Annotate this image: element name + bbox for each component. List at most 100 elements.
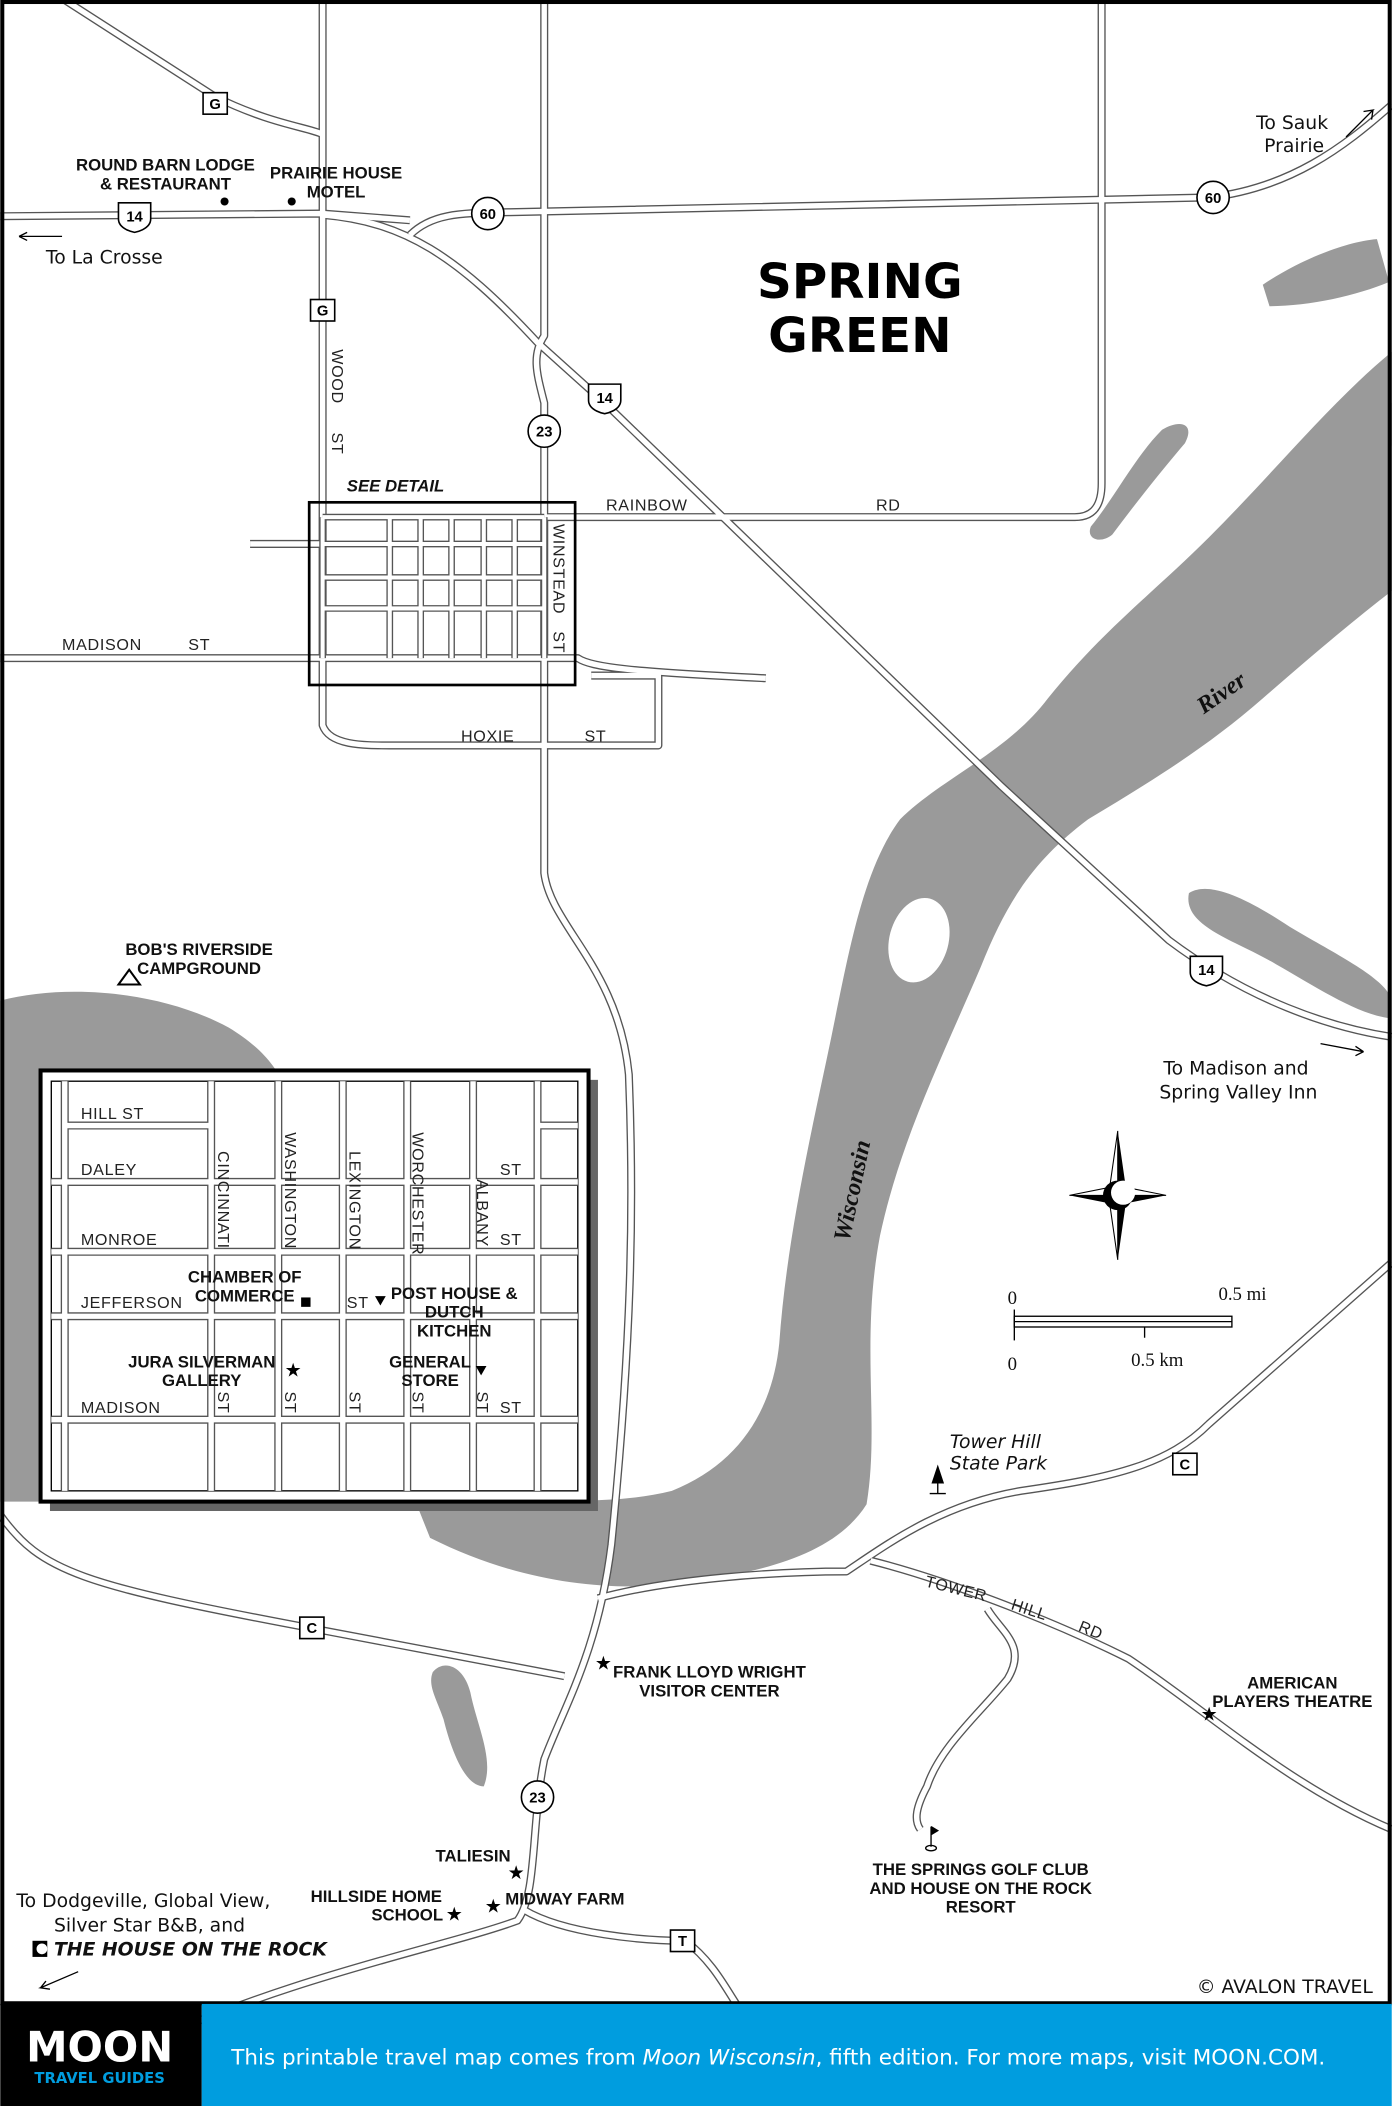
street-label-rainbow-rd: RD	[876, 496, 901, 514]
inset-st: ST	[500, 1161, 522, 1179]
inset-albany: ALBANY	[473, 1179, 491, 1247]
footer-book-title: Moon Wisconsin	[643, 2045, 816, 2070]
street-label-rainbow: RAINBOW	[606, 496, 688, 514]
map-border	[0, 0, 1392, 2006]
compass-rose-icon	[1069, 1130, 1167, 1260]
inset-post-house-1: POST HOUSE &	[391, 1284, 518, 1303]
poi-round-barn-2: & RESTAURANT	[100, 174, 232, 193]
moon-logo: MOON	[26, 2023, 173, 2072]
golf-road	[913, 1607, 1018, 1831]
poi-springs-2: AND HOUSE ON THE ROCK	[869, 1879, 1092, 1898]
poi-hillside-1: HILLSIDE HOME	[311, 1887, 442, 1906]
golf-flag-icon	[925, 1826, 940, 1852]
poi-tower-hill-1: Tower Hill	[950, 1432, 1042, 1453]
shield-number: 60	[1205, 191, 1221, 207]
shield-number: G	[317, 304, 329, 320]
arrow-west-icon	[18, 231, 63, 242]
downtown-inset: HILL ST DALEY MONROE JEFFERSON MADISON S…	[38, 1068, 598, 1512]
route-shield-c: C	[298, 1616, 325, 1640]
scale-mi: 0.5 mi	[1218, 1284, 1266, 1305]
route-shield-t: T	[669, 1929, 696, 1953]
inset-st: ST	[347, 1294, 369, 1312]
direction-la-crosse: To La Crosse	[45, 247, 163, 268]
inset-worchester: WORCHESTER	[409, 1132, 427, 1255]
star-icon: ★	[595, 1653, 612, 1674]
pond	[431, 1665, 488, 1787]
madison-st	[0, 655, 766, 681]
poi-round-barn-1: ROUND BARN LODGE	[76, 156, 255, 175]
scale-zero-mi: 0	[1008, 1288, 1017, 1309]
route-shield-us14: 14	[587, 383, 622, 415]
star-icon: ★	[485, 1897, 502, 1918]
map-title-line2: GREEN	[768, 308, 951, 364]
route-shield-us14: 14	[117, 202, 152, 234]
inset-general-2: STORE	[401, 1371, 458, 1390]
ne-slough	[1089, 423, 1189, 540]
street-label-madison-st: ST	[188, 636, 210, 654]
tower-hill-rd	[869, 1558, 1392, 1832]
shield-number: 60	[480, 207, 496, 223]
poi-taliesin: TALIESIN	[435, 1847, 510, 1866]
direction-sauk-1: To Sauk	[1255, 113, 1328, 134]
poi-springs-1: THE SPRINGS GOLF CLUB	[873, 1860, 1089, 1879]
direction-dodgeville-1: To Dodgeville, Global View,	[15, 1891, 270, 1912]
inset-hill-st: HILL ST	[81, 1105, 144, 1123]
route-shield-wi23: 23	[520, 1780, 555, 1815]
poi-springs-3: RESORT	[946, 1898, 1017, 1917]
shield-number: 14	[1198, 963, 1215, 979]
west-backwater	[0, 991, 283, 1502]
inset-st: ST	[500, 1231, 522, 1249]
arrow-northeast-icon	[1345, 109, 1375, 138]
direction-dodgeville-3: THE HOUSE ON THE ROCK	[54, 1940, 328, 1961]
shield-number: 23	[529, 1790, 545, 1806]
river-island	[888, 897, 950, 983]
poi-bobs-1: BOB'S RIVERSIDE	[125, 940, 272, 959]
footer-text-1: This printable travel map comes from	[230, 2045, 642, 2070]
inset-post-house-3: KITCHEN	[417, 1321, 492, 1340]
poi-prairie-house-1: PRAIRIE HOUSE	[270, 164, 402, 183]
wi-23	[79, 0, 634, 2078]
inset-st: ST	[345, 1391, 363, 1413]
triangle-marker-icon	[475, 1365, 487, 1376]
direction-madison-2: Spring Valley Inn	[1159, 1083, 1317, 1104]
triangle-marker-icon	[374, 1296, 386, 1306]
route-shield-wi60: 60	[1196, 180, 1231, 215]
footer-text-2: , fifth edition. For more maps, visit MO…	[816, 2045, 1326, 2070]
street-label-madison: MADISON	[62, 636, 142, 654]
map-title-line1: SPRING	[757, 254, 963, 310]
shield-number: 23	[536, 425, 552, 441]
inset-jura-2: GALLERY	[162, 1371, 241, 1390]
poi-flw-2: VISITOR CENTER	[639, 1681, 779, 1700]
wood-st	[319, 0, 662, 749]
moon-logo-icon	[32, 1940, 48, 1957]
footer-banner: MOON TRAVEL GUIDES This printable travel…	[0, 2003, 1392, 2106]
arrow-east-icon	[1320, 1042, 1364, 1057]
rainbow-rd	[544, 0, 1105, 520]
inset-madison: MADISON	[81, 1399, 161, 1417]
campground-icon	[116, 968, 142, 986]
inset-post-house-2: DUTCH	[425, 1303, 484, 1322]
inset-washington: WASHINGTON	[281, 1132, 299, 1249]
scale-zero-km: 0	[1008, 1354, 1017, 1375]
star-icon: ★	[285, 1361, 302, 1382]
inset-lexington: LEXINGTON	[345, 1151, 363, 1250]
dot-marker-icon	[220, 197, 229, 206]
route-shield-us14: 14	[1189, 955, 1224, 987]
poi-hillside-2: SCHOOL	[371, 1906, 443, 1925]
inset-st: ST	[281, 1391, 299, 1413]
inset-jefferson: JEFFERSON	[81, 1294, 183, 1312]
see-detail-label: SEE DETAIL	[347, 477, 445, 496]
shield-number: 14	[596, 391, 613, 407]
poi-tower-hill-2: State Park	[950, 1453, 1048, 1474]
inset-jura-1: JURA SILVERMAN	[128, 1352, 275, 1371]
route-shield-g: G	[202, 91, 229, 115]
footer-text: This printable travel map comes from Moo…	[230, 2045, 1325, 2070]
direction-dodgeville-2: Silver Star B&B, and	[54, 1915, 245, 1936]
poi-bobs-2: CAMPGROUND	[137, 959, 261, 978]
star-icon: ★	[508, 1863, 525, 1884]
inset-chamber-2: COMMERCE	[195, 1286, 295, 1305]
oxbow	[1188, 888, 1390, 1019]
county-c-west	[0, 1513, 565, 1679]
scale-km: 0.5 km	[1131, 1350, 1184, 1371]
